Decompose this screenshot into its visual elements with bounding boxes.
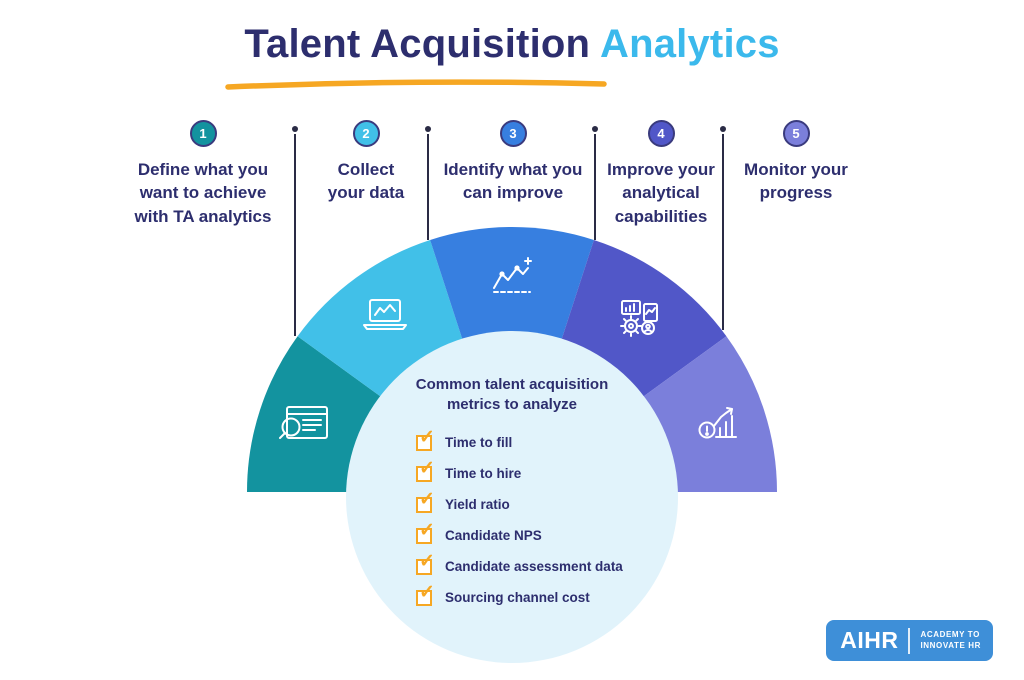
logo-tagline: ACADEMY TO INNOVATE HR — [920, 630, 981, 652]
check-tick: ✓ — [419, 581, 435, 603]
page-title: Talent Acquisition Analytics — [0, 22, 1024, 67]
connector-dot — [292, 126, 298, 132]
title-main: Talent Acquisition — [244, 22, 591, 66]
metric-item: ✓ Candidate assessment data — [416, 551, 678, 578]
title-underline — [225, 79, 607, 90]
metric-item: ✓ Time to hire — [416, 458, 678, 485]
report-search-icon — [279, 406, 328, 439]
checkbox-icon: ✓ — [416, 489, 435, 513]
step-number-badge: 2 — [352, 120, 380, 147]
process-step: 3 Identify what you can improve — [438, 120, 588, 205]
center-metrics-panel: Common talent acquisition metrics to ana… — [346, 331, 678, 663]
logo-wordmark: AIHR — [840, 627, 899, 653]
metric-label: Sourcing channel cost — [445, 590, 590, 606]
metric-label: Yield ratio — [445, 497, 510, 513]
metrics-heading: Common talent acquisition metrics to ana… — [415, 376, 609, 413]
metric-item: ✓ Time to fill — [416, 427, 678, 454]
aihr-logo: AIHR ACADEMY TO INNOVATE HR — [826, 620, 993, 661]
checkbox-icon: ✓ — [416, 427, 435, 451]
metric-item: ✓ Yield ratio — [416, 489, 678, 516]
logo-tagline-line1: ACADEMY TO — [920, 629, 980, 639]
metric-item: ✓ Candidate NPS — [416, 520, 678, 547]
checkbox-icon: ✓ — [416, 551, 435, 575]
checkbox-icon: ✓ — [416, 520, 435, 544]
metric-label: Candidate NPS — [445, 528, 542, 544]
progress-monitor-icon — [698, 407, 737, 439]
check-tick: ✓ — [419, 488, 435, 510]
process-step: 4 Improve your analytical capabilities — [591, 120, 731, 228]
connector-line — [722, 134, 724, 330]
connector-line — [294, 134, 296, 336]
connector-dot — [592, 126, 598, 132]
growth-chart-icon — [493, 257, 532, 293]
checkbox-icon: ✓ — [416, 582, 435, 606]
process-step: 2 Collect your data — [322, 120, 410, 205]
gears-analytics-icon — [620, 300, 658, 337]
process-step: 1 Define what you want to achieve with T… — [123, 120, 283, 228]
metric-label: Time to hire — [445, 466, 522, 482]
logo-divider — [908, 627, 911, 654]
step-label: Improve your analytical capabilities — [607, 160, 715, 226]
metric-label: Candidate assessment data — [445, 559, 623, 575]
metric-label: Time to fill — [445, 435, 513, 451]
connector-line — [594, 134, 596, 240]
process-step: 5 Monitor your progress — [731, 120, 861, 205]
step-label: Identify what you can improve — [443, 160, 583, 203]
step-number-badge: 1 — [189, 120, 217, 147]
check-tick: ✓ — [419, 457, 435, 479]
check-tick: ✓ — [419, 519, 435, 541]
step-number-badge: 4 — [647, 120, 675, 147]
step-label: Define what you want to achieve with TA … — [134, 160, 272, 226]
check-tick: ✓ — [419, 550, 435, 572]
connector-line — [427, 134, 429, 240]
title-accent: Analytics — [600, 22, 780, 66]
checkbox-icon: ✓ — [416, 458, 435, 482]
step-label: Collect your data — [327, 160, 405, 203]
step-label: Monitor your progress — [744, 160, 848, 203]
connector-dot — [720, 126, 726, 132]
connector-dot — [425, 126, 431, 132]
metric-item: ✓ Sourcing channel cost — [416, 582, 678, 609]
laptop-chart-icon — [363, 299, 407, 330]
metrics-list: ✓ Time to fill ✓ Time to hire ✓ Yield ra… — [416, 427, 678, 609]
step-number-badge: 3 — [499, 120, 527, 147]
logo-tagline-line2: INNOVATE HR — [920, 640, 981, 650]
step-number-badge: 5 — [782, 120, 810, 147]
check-tick: ✓ — [419, 426, 435, 448]
